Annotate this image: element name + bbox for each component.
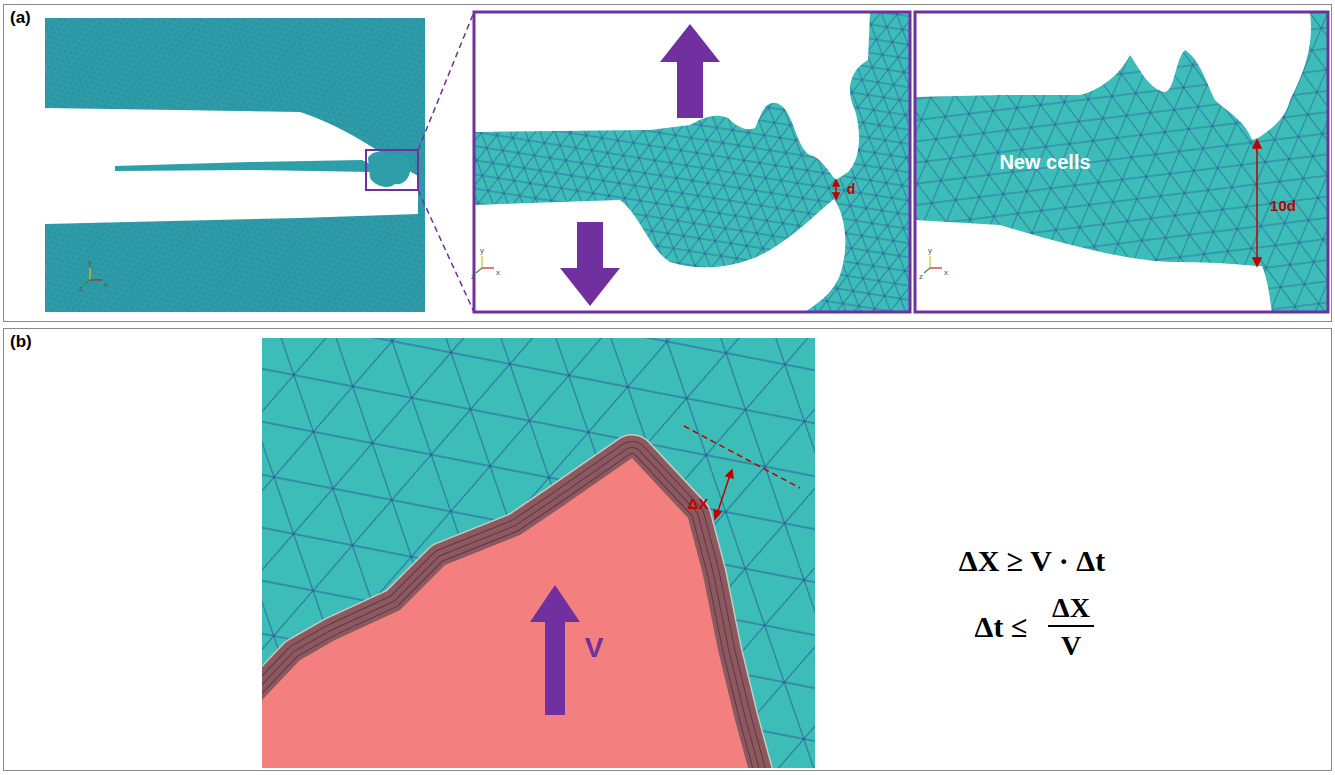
- axis-triad: [84, 256, 942, 285]
- dimension-label: ΔX: [688, 496, 709, 511]
- gap-region: [915, 220, 1272, 312]
- zoom-leader: [418, 190, 474, 312]
- motion-arrow: [560, 222, 620, 306]
- axis-label: x: [944, 269, 948, 277]
- filament-tip: [368, 152, 410, 187]
- axis-label: y: [88, 259, 92, 267]
- fraction-denominator: V: [1061, 632, 1081, 660]
- motion-arrow: [660, 24, 720, 118]
- mesh-fill: [474, 12, 910, 312]
- zoom-leader: [418, 12, 474, 150]
- zoom-box: [366, 150, 418, 190]
- axis-label: y: [928, 247, 932, 255]
- mesh-fill: [45, 18, 425, 312]
- dimension-label: d: [847, 182, 856, 196]
- region-label: New cells: [999, 152, 1090, 172]
- gap-region: [474, 12, 870, 180]
- panel-label: (b): [10, 332, 32, 352]
- equation: ΔX ≥ V · Δt: [959, 546, 1105, 576]
- zoom-mesh: [474, 12, 910, 312]
- dimension-label: 10d: [1270, 198, 1296, 213]
- velocity-arrow: [530, 585, 580, 715]
- fraction-bar: [1048, 625, 1094, 627]
- mesh-lines: [474, 12, 910, 312]
- panel-frame: (b): [3, 328, 1332, 771]
- solid-body: [262, 458, 750, 768]
- panel-frame: (a): [3, 4, 1332, 322]
- axis-label: x: [496, 269, 500, 277]
- equation: Δt ≤: [975, 612, 1028, 642]
- mesh-fill: [915, 12, 1328, 312]
- gap-dimension: [1253, 140, 1261, 266]
- remeshed-mesh: [915, 12, 1328, 312]
- mesh-lines: [45, 18, 425, 312]
- axis-label: y: [480, 247, 484, 255]
- zoom-frame: [474, 12, 910, 312]
- overview-mesh: [45, 18, 425, 312]
- thickness-dimension: [714, 470, 733, 519]
- velocity-label: V: [585, 634, 604, 662]
- fraction-numerator: ΔX: [1052, 594, 1090, 622]
- reference-line: [684, 426, 800, 488]
- axis-label: z: [919, 273, 923, 281]
- zoom-frame: [915, 12, 1328, 312]
- gap-region: [474, 199, 845, 312]
- filament: [115, 160, 372, 172]
- axis-label: z: [471, 273, 475, 281]
- gap-region: [915, 12, 1311, 140]
- gap-dimension: [833, 180, 839, 199]
- prism-layers: [262, 458, 750, 768]
- mesh-lines: [915, 12, 1328, 312]
- boundary-layer-mesh: [262, 338, 815, 768]
- panel-label: (a): [10, 8, 31, 28]
- gap-region: [45, 108, 418, 224]
- axis-label: x: [104, 281, 108, 289]
- axis-label: z: [79, 285, 83, 293]
